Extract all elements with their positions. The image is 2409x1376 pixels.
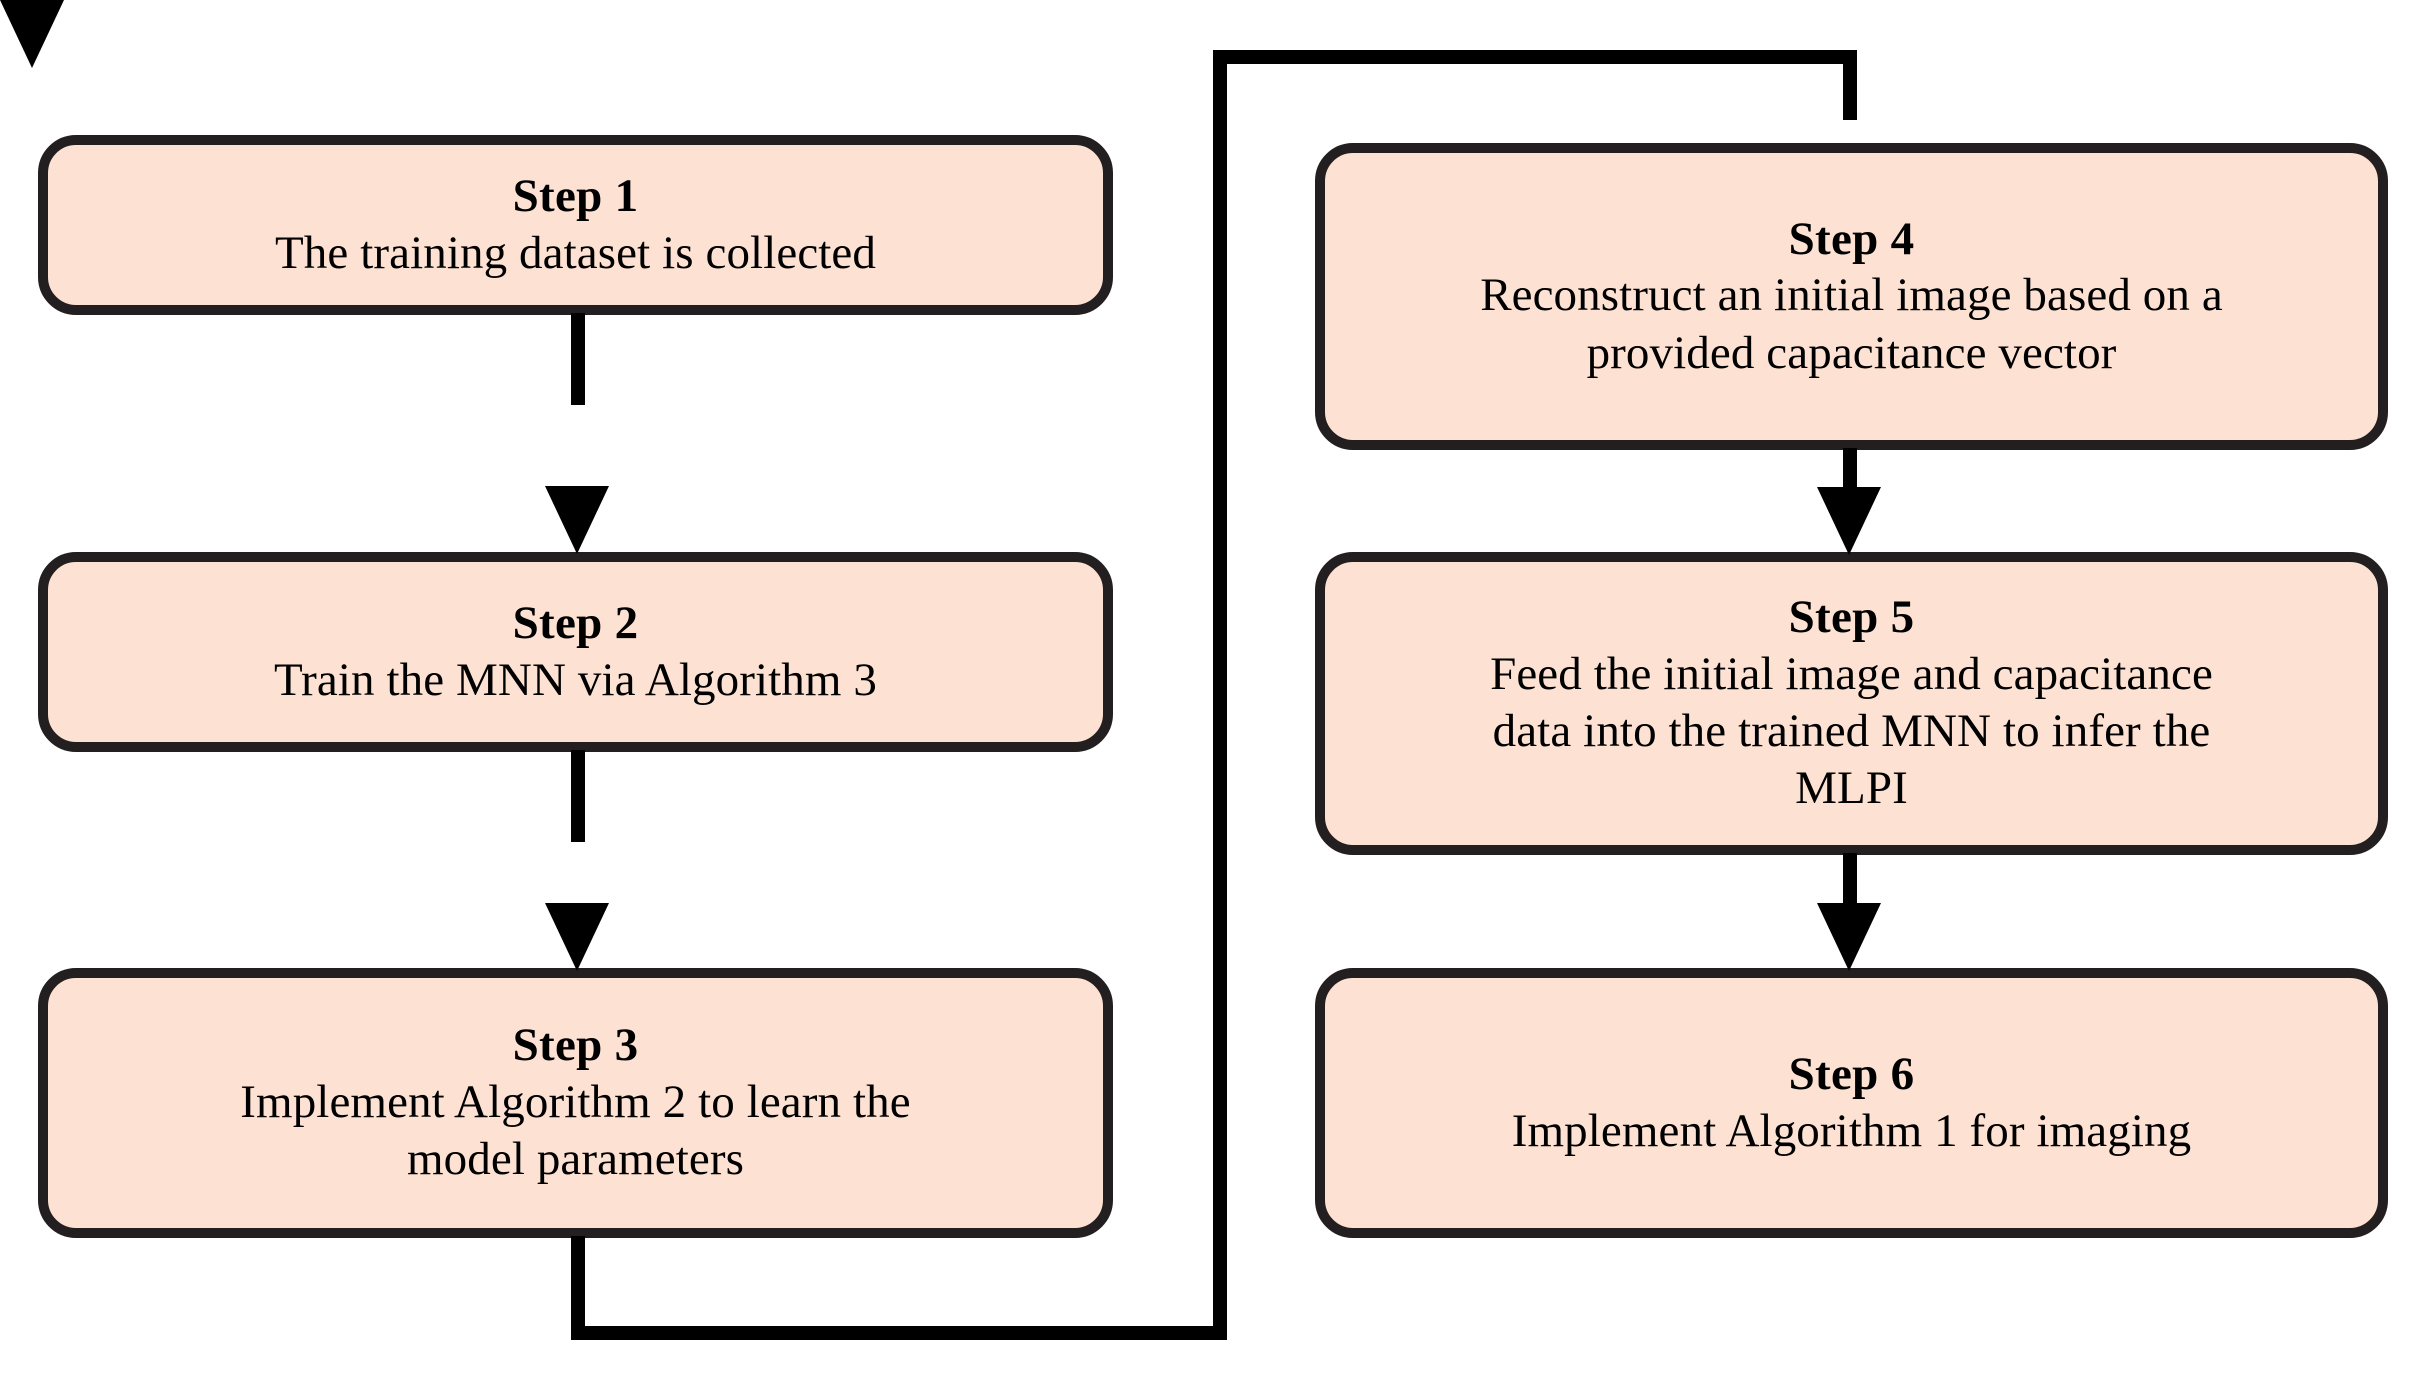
connector-step-3-to-step-4-segment-drop	[1843, 50, 1857, 120]
step-2-description: Train the MNN via Algorithm 3	[273, 653, 878, 706]
step-2-title: Step 2	[512, 597, 639, 650]
connector-step-3-to-step-4-arrowhead-icon	[0, 0, 64, 68]
step-6-description: Implement Algorithm 1 for imaging	[1511, 1104, 2192, 1157]
connector-step-1-to-step-2-arrowhead-icon	[545, 486, 609, 554]
connector-step-2-to-step-3-arrowhead-icon	[545, 903, 609, 971]
step-1-title: Step 1	[512, 170, 639, 223]
connector-step-3-to-step-4-segment-top	[1213, 50, 1857, 64]
connector-step-5-to-step-6-shaft	[1843, 853, 1857, 905]
step-4-title: Step 4	[1788, 212, 1915, 265]
step-4-description: Reconstruct an initial image based on a …	[1480, 269, 2223, 379]
connector-step-5-to-step-6-arrowhead-icon	[1817, 903, 1881, 971]
flow-node-step-2[interactable]: Step 2 Train the MNN via Algorithm 3	[38, 552, 1113, 752]
connector-step-4-to-step-5-arrowhead-icon	[1817, 487, 1881, 555]
flow-node-step-6[interactable]: Step 6 Implement Algorithm 1 for imaging	[1315, 968, 2388, 1238]
connector-step-3-to-step-4-segment-down	[571, 1236, 585, 1340]
flow-node-step-5[interactable]: Step 5 Feed the initial image and capaci…	[1315, 552, 2388, 855]
step-1-description: The training dataset is collected	[274, 226, 876, 279]
connector-step-2-to-step-3-shaft	[571, 750, 585, 842]
step-3-description: Implement Algorithm 2 to learn the model…	[240, 1075, 911, 1186]
connector-step-3-to-step-4-segment-across	[571, 1326, 1227, 1340]
step-6-title: Step 6	[1788, 1048, 1915, 1101]
step-5-description: Feed the initial image and capacitance d…	[1490, 647, 2213, 815]
connector-step-3-to-step-4-segment-up	[1213, 50, 1227, 1340]
connector-step-1-to-step-2-shaft	[571, 313, 585, 405]
flow-node-step-4[interactable]: Step 4 Reconstruct an initial image base…	[1315, 143, 2388, 450]
step-3-title: Step 3	[512, 1019, 639, 1072]
flow-node-step-1[interactable]: Step 1 The training dataset is collected	[38, 135, 1113, 315]
step-5-title: Step 5	[1788, 591, 1915, 644]
flow-node-step-3[interactable]: Step 3 Implement Algorithm 2 to learn th…	[38, 968, 1113, 1238]
